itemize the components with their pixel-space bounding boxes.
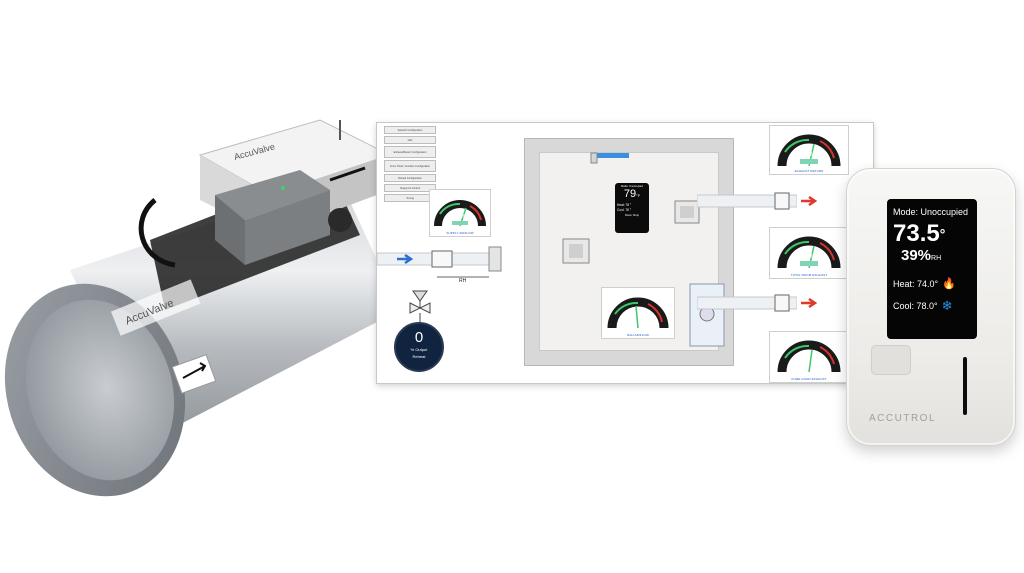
menu-exhaust-return-configuration[interactable]: Exhaust/Return Configuration	[384, 146, 436, 158]
mini-tstat-temp: 79	[623, 188, 637, 200]
lab-room-plan	[524, 138, 734, 366]
mini-tstat-heat: Heat: 78 °	[617, 203, 632, 207]
cool-setpoint: Cool: 78.0°	[893, 301, 938, 311]
accutrol-thermostat[interactable]: Mode: Unoccupied 73.5° 39%RH Heat: 74.0°…	[846, 168, 1016, 446]
menu-fume-hood-configuration[interactable]: Fume Hood / Accuflex Configuration	[384, 160, 436, 172]
reheat-output-label: % Output	[410, 347, 428, 352]
room-airflow-gauge[interactable]: RAH AIRFLOW	[601, 287, 675, 339]
exhaust-gauge-brand: AVI6	[802, 152, 816, 158]
total-gauge-label: TOTAL ROOM EXHAUST	[790, 273, 828, 277]
flame-icon: 🔥	[942, 278, 956, 290]
bms-config-menu: Setpoint Configuration VAV Exhaust/Retur…	[384, 126, 440, 204]
accutrol-logo: ACCUTROL	[869, 413, 937, 424]
sensor-window	[871, 345, 911, 375]
exhaust-gauge-label: EXHAUST RETURN	[794, 169, 824, 173]
indicator-slot	[963, 357, 967, 415]
heat-setpoint-row: Heat: 74.0° 🔥	[893, 277, 971, 290]
total-room-exhaust-gauge[interactable]: AVI6 TOTAL ROOM EXHAUST	[769, 227, 849, 279]
thermostat-temperature: 73.5	[893, 220, 940, 247]
reheat-valve-icon[interactable]	[405, 283, 435, 323]
menu-setpoint-configuration[interactable]: Setpoint Configuration	[384, 126, 436, 134]
supply-gauge-brand: AVI6	[454, 214, 466, 220]
thermostat-mode: Mode: Unoccupied	[893, 207, 969, 217]
exhaust-flow-arrows	[801, 195, 818, 309]
reheat-name: Reheat	[412, 354, 426, 359]
supply-airflow-gauge[interactable]: AVI6 SUPPLY AIRFLOW	[429, 189, 491, 237]
exhaust-ducts	[697, 192, 797, 312]
thermostat-display[interactable]: Mode: Unoccupied 73.5° 39%RH Heat: 74.0°…	[887, 199, 977, 339]
supply-duct	[377, 246, 502, 278]
total-gauge-brand: AVI6	[802, 254, 816, 260]
thermostat-degree: °	[939, 226, 946, 242]
menu-reheat-configuration[interactable]: Reheat Configuration	[384, 174, 436, 182]
supply-gauge-label: SUPPLY AIRFLOW	[446, 231, 474, 235]
snowflake-icon: ❄	[941, 298, 953, 313]
menu-vav[interactable]: VAV	[384, 136, 436, 144]
mini-tstat-mode: Mode: Unoccupied	[621, 185, 643, 188]
heat-setpoint: Heat: 74.0°	[893, 278, 939, 289]
fume-hood-exhaust-gauge[interactable]: FUME HOOD EXHAUST	[769, 331, 849, 383]
rh-tag: RH	[459, 278, 467, 284]
mini-tstat-unit: °F	[636, 193, 641, 198]
reheat-output-value: 0	[414, 329, 424, 346]
mini-tstat-footer: Room Temp	[625, 214, 639, 217]
fume-gauge-label: FUME HOOD EXHAUST	[791, 377, 827, 381]
cool-setpoint-row: Cool: 78.0° ❄	[893, 298, 971, 314]
thermostat-humidity: 39%	[901, 247, 932, 264]
reheat-output-indicator[interactable]: 0 % Output Reheat	[394, 322, 444, 372]
room-equipment	[562, 152, 725, 347]
accuvalve-product-image: AccuValve AccuValve	[4, 119, 400, 497]
thermostat-humidity-unit: RH	[931, 255, 942, 262]
room-gauge-label: RAH AIRFLOW	[627, 333, 649, 337]
bms-graphics-panel: Setpoint Configuration VAV Exhaust/Retur…	[376, 122, 874, 384]
menu-supply-air-control[interactable]: Supply Air Control	[384, 184, 436, 192]
mini-tstat-cool: Cool: 78 °	[617, 208, 632, 212]
exhaust-return-gauge[interactable]: AVI6 EXHAUST RETURN	[769, 125, 849, 175]
room-thermostat-mini[interactable]: Mode: Unoccupied 79°F Heat: 78 ° Cool: 7…	[615, 183, 649, 233]
